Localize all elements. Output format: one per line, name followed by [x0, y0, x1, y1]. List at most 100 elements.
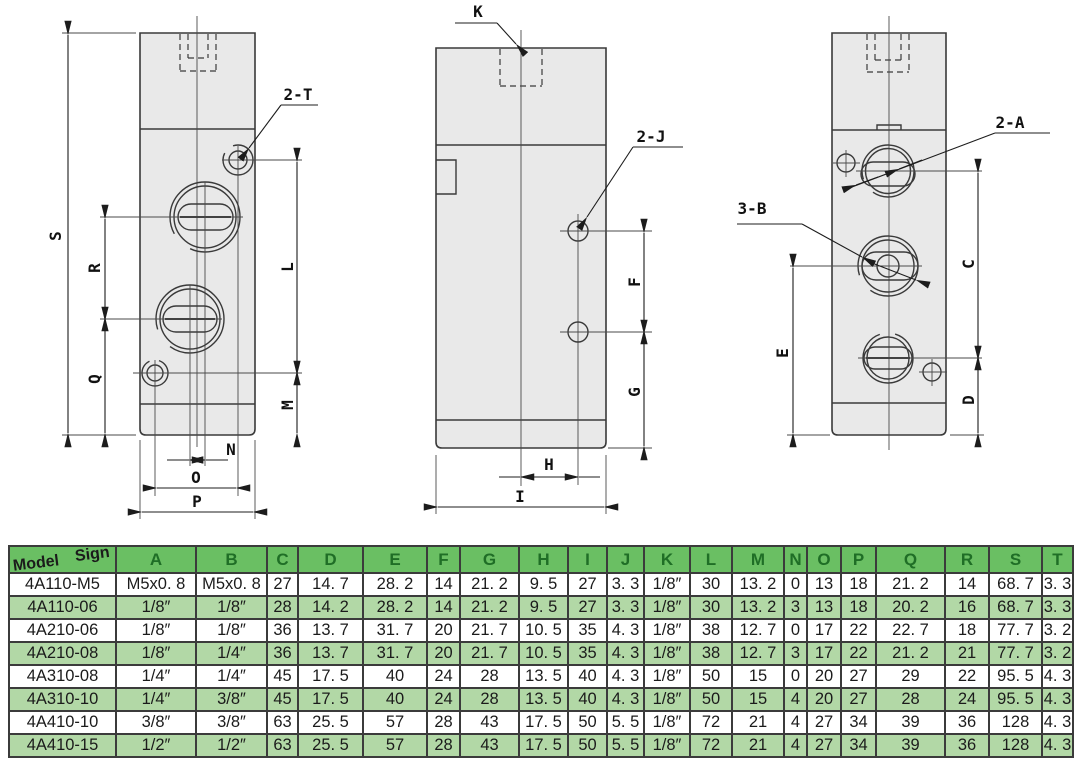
value-cell: 50 — [689, 687, 733, 712]
port-a — [856, 144, 982, 198]
label-K: K — [473, 2, 483, 21]
value-cell: 18 — [840, 595, 877, 620]
value-cell: 20 — [426, 618, 461, 643]
column-header: L — [689, 545, 733, 574]
label-2-T: 2-T — [284, 85, 313, 104]
value-cell: 21. 7 — [459, 641, 520, 666]
value-cell: 1/8″ — [195, 595, 268, 620]
value-cell: 17 — [806, 641, 842, 666]
port-3 — [858, 332, 982, 384]
dim-S: S — [46, 20, 136, 448]
value-cell: 40 — [362, 687, 428, 712]
rear-view: 2-A 3-B C D E — [737, 16, 1050, 450]
value-cell: 36 — [266, 641, 299, 666]
value-cell: 1/8″ — [643, 687, 691, 712]
value-cell: 10. 5 — [518, 641, 569, 666]
value-cell: 28 — [266, 595, 299, 620]
value-cell: 3. 2 — [1041, 618, 1074, 643]
value-cell: 3 — [783, 641, 808, 666]
value-cell: 20. 2 — [875, 595, 946, 620]
value-cell: 17. 5 — [518, 710, 569, 735]
value-cell: 68. 7 — [988, 572, 1043, 597]
value-cell: 1/8″ — [115, 641, 197, 666]
column-header: H — [518, 545, 569, 574]
model-cell: 4A310-10 — [8, 687, 117, 712]
value-cell: 21 — [731, 733, 785, 758]
value-cell: 45 — [266, 687, 299, 712]
value-cell: 22 — [840, 618, 877, 643]
value-cell: 57 — [362, 733, 428, 758]
port-1 — [100, 181, 243, 466]
corner-model-label: Model — [12, 552, 61, 573]
label-F: F — [625, 277, 644, 287]
value-cell: 36 — [944, 733, 990, 758]
value-cell: 4 — [783, 687, 808, 712]
value-cell: 12. 7 — [731, 641, 785, 666]
dim-Q: Q — [85, 306, 109, 448]
port-2 — [100, 284, 225, 466]
value-cell: 0 — [783, 618, 808, 643]
value-cell: 31. 7 — [362, 618, 428, 643]
value-cell: 21. 2 — [459, 595, 520, 620]
label-I: I — [515, 487, 525, 506]
value-cell: 35 — [567, 641, 608, 666]
thread-hole-hidden — [179, 34, 217, 72]
value-cell: 3. 2 — [1041, 641, 1074, 666]
value-cell: 72 — [689, 733, 733, 758]
value-cell: 28. 2 — [362, 572, 428, 597]
thread-hole-hidden — [866, 34, 910, 73]
value-cell: 95. 5 — [988, 664, 1043, 689]
value-cell: 3/8″ — [195, 687, 268, 712]
value-cell: 1/2″ — [195, 733, 268, 758]
value-cell: 3 — [783, 595, 808, 620]
value-cell: 1/8″ — [195, 618, 268, 643]
value-cell: 4. 3 — [606, 641, 645, 666]
value-cell: 24 — [426, 687, 461, 712]
column-header: E — [362, 545, 428, 574]
label-P: P — [192, 492, 202, 511]
pilot-callout: 2-J — [576, 127, 683, 231]
value-cell: 15 — [731, 687, 785, 712]
label-M: M — [278, 400, 297, 410]
value-cell: 4. 3 — [1041, 733, 1074, 758]
value-cell: 57 — [362, 710, 428, 735]
label-N: N — [226, 440, 236, 459]
value-cell: 1/8″ — [643, 618, 691, 643]
value-cell: 27 — [567, 572, 608, 597]
value-cell: 1/2″ — [115, 733, 197, 758]
value-cell: 17. 5 — [297, 687, 364, 712]
corner-sign-label: Sign — [74, 546, 111, 566]
dim-H: H — [499, 455, 600, 481]
column-header: O — [806, 545, 842, 574]
dim-G: G — [608, 319, 652, 461]
value-cell: 1/8″ — [643, 710, 691, 735]
value-cell: 21 — [944, 641, 990, 666]
value-cell: 72 — [689, 710, 733, 735]
value-cell: 39 — [875, 733, 946, 758]
column-header: K — [643, 545, 691, 574]
value-cell: 4. 3 — [606, 664, 645, 689]
model-cell: 4A210-06 — [8, 618, 117, 643]
value-cell: 21 — [731, 710, 785, 735]
value-cell: 28 — [426, 733, 461, 758]
value-cell: 1/4″ — [195, 664, 268, 689]
value-cell: 77. 7 — [988, 618, 1043, 643]
value-cell: 128 — [988, 733, 1043, 758]
value-cell: 22. 7 — [875, 618, 946, 643]
value-cell: 15 — [731, 664, 785, 689]
value-cell: 4 — [783, 733, 808, 758]
value-cell: 30 — [689, 595, 733, 620]
value-cell: 1/4″ — [115, 664, 197, 689]
value-cell: 39 — [875, 710, 946, 735]
value-cell: 20 — [806, 687, 842, 712]
value-cell: 43 — [459, 733, 520, 758]
column-header: R — [944, 545, 990, 574]
value-cell: 21. 2 — [875, 641, 946, 666]
value-cell: 5. 5 — [606, 710, 645, 735]
dim-M: M — [278, 360, 301, 448]
